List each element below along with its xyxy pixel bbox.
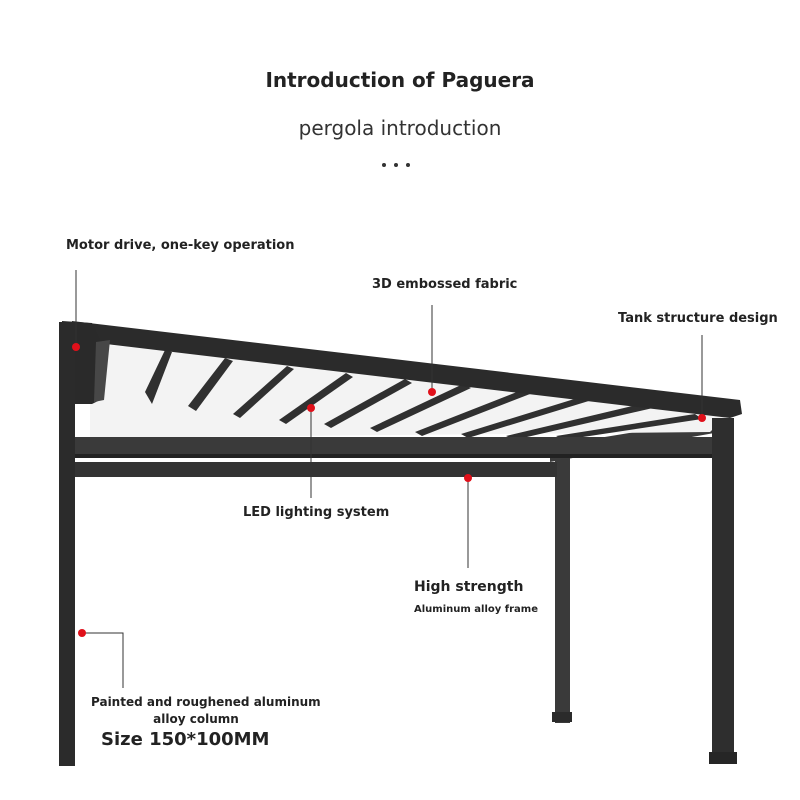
rear-column [555,455,570,723]
rear-column-foot [552,712,572,722]
page-title: Introduction of Paguera [265,68,535,92]
callout-high-strength: High strength [414,579,524,595]
callout-dot-motor [72,343,80,351]
ellipsis-divider [382,163,410,167]
roof-top-beam [72,321,742,418]
leader-lines [75,270,703,688]
front-beam [72,437,732,457]
callout-dot-column [78,629,86,637]
callout-dot-fabric [428,388,436,396]
front-left-column [59,322,75,766]
back-rail [72,462,557,477]
callout-motor-drive: Motor drive, one-key operation [66,238,295,253]
callout-column-line2: alloy column [153,712,239,726]
front-right-column-foot [709,752,737,764]
callout-dot-strength [464,474,472,482]
louvers [145,350,702,440]
callout-column-size: Size 150*100MM [101,729,270,750]
front-beam-shadow [72,454,732,458]
callout-frame: Aluminum alloy frame [414,604,538,615]
callout-tank-structure: Tank structure design [618,311,778,326]
callout-dot-led [307,404,315,412]
callout-column-line1: Painted and roughened aluminum [91,695,321,709]
motor-bracket [94,340,110,402]
fabric-surface [90,343,735,438]
front-right-column [712,418,734,764]
page-subtitle: pergola introduction [298,116,502,140]
callout-dot-tank [698,414,706,422]
callout-led-lighting: LED lighting system [243,505,390,520]
callout-fabric: 3D embossed fabric [372,277,518,292]
callout-dots [72,343,706,637]
